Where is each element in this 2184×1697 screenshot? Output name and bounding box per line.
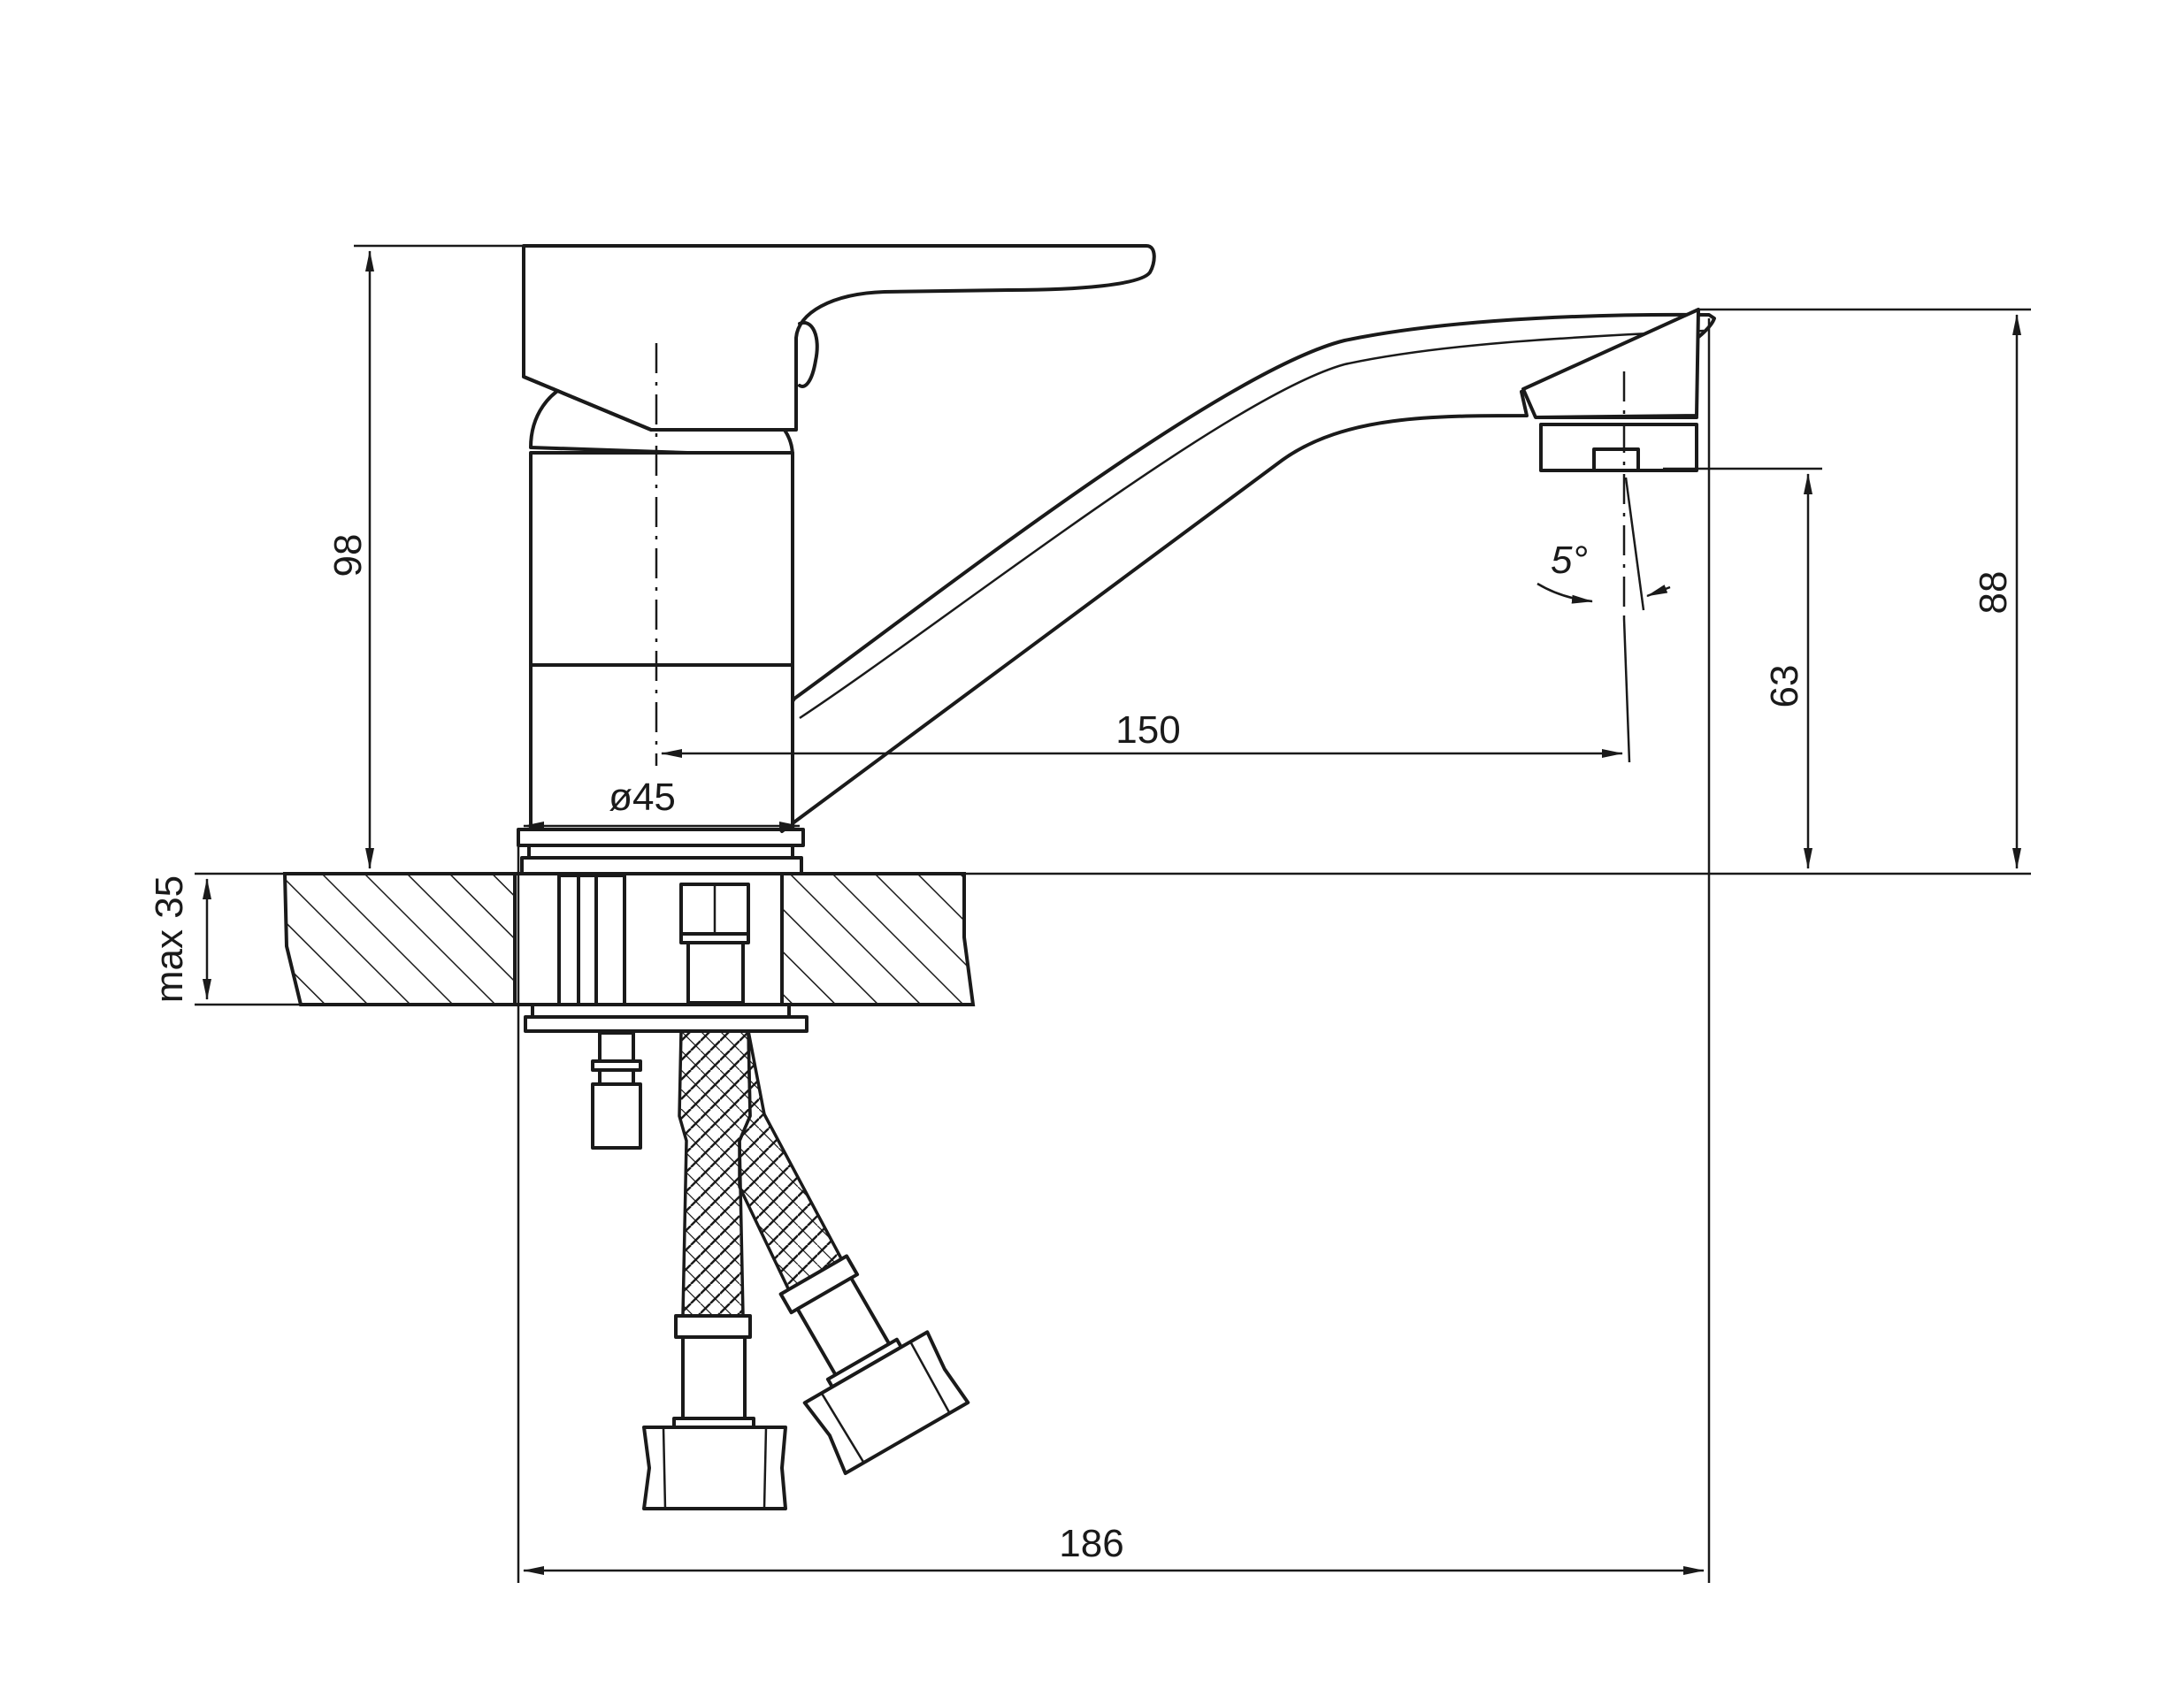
dimension-63: 63 [1763,473,1812,869]
dimension-max-35-label: max 35 [148,875,191,1003]
dimension-98: 98 [326,250,374,869]
lever-handle [522,244,1156,432]
countertop-section [282,872,976,1006]
under-counter-plate [524,1003,808,1033]
dimension-88-label: 88 [1972,571,2015,615]
dimension-186: 186 [523,1522,1705,1575]
dimension-angle-5: 5° [1536,539,1671,604]
dimension-diameter-45-label: ø45 [609,776,676,819]
flexible-hose-left [642,1029,787,1510]
base-washer [517,828,805,875]
dimension-98-label: 98 [326,534,370,577]
dimension-150-label: 150 [1115,708,1180,752]
dimension-88: 88 [1972,314,2021,869]
mounting-stud [557,874,642,1150]
faucet-body [529,380,794,831]
dimension-63-label: 63 [1763,665,1806,708]
aerator [1521,308,1700,472]
dimension-max-35: max 35 [148,875,211,1003]
extension-lines [195,244,2031,1583]
dimension-angle-5-label: 5° [1551,539,1588,582]
dimension-diameter-45: ø45 [523,776,801,830]
dimension-150: 150 [661,708,1623,758]
flexible-hose-right [738,1030,970,1476]
dimension-186-label: 186 [1059,1522,1123,1565]
